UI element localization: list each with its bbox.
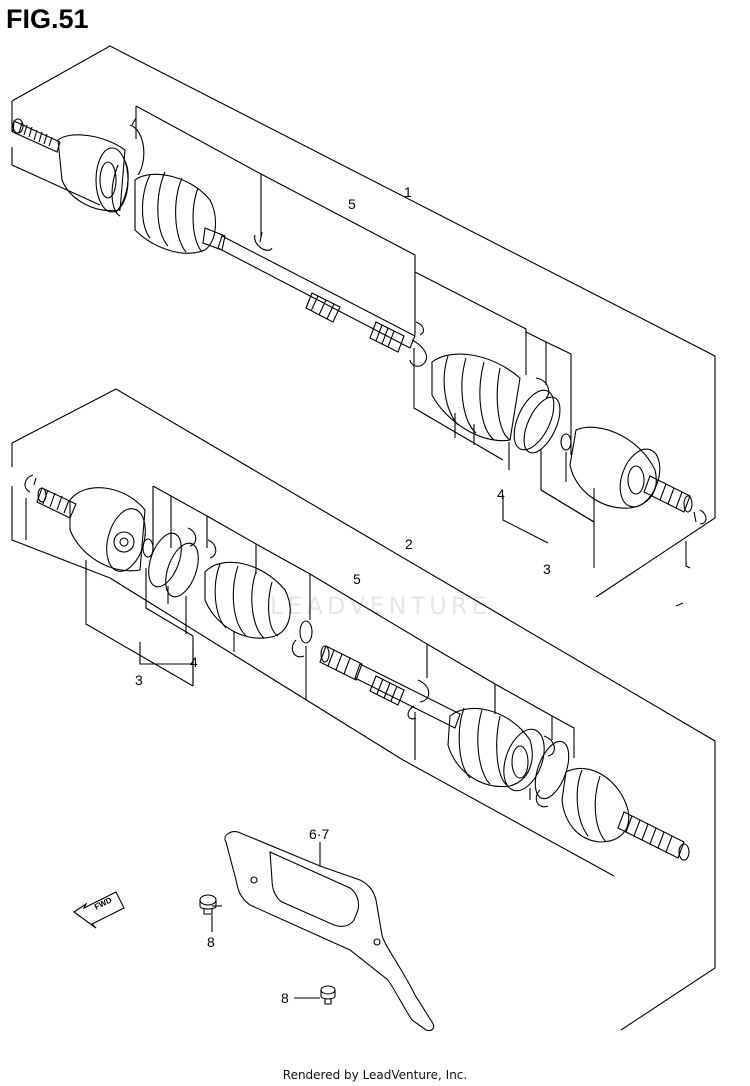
callout-5-lower: 5 — [353, 571, 361, 587]
callout-5-upper: 5 — [348, 196, 356, 212]
lower-leader-lines — [25, 485, 575, 800]
callout-4-lower: 4 — [190, 654, 198, 670]
callout-6-7: 6·7 — [309, 826, 330, 842]
heat-shield-plate — [224, 831, 435, 1032]
callout-8-lower: 8 — [281, 990, 289, 1006]
callout-3-upper: 3 — [543, 561, 551, 577]
callout-2: 2 — [405, 536, 413, 552]
lower-assembly-frame — [11, 388, 716, 1031]
callout-3-lower: 3 — [135, 672, 143, 688]
upper-drive-shaft — [12, 117, 707, 525]
upper-assembly-frame — [11, 45, 716, 607]
callout-1: 1 — [404, 184, 412, 200]
footer-credit: Rendered by LeadVenture, Inc. — [282, 1068, 468, 1082]
lower-drive-shaft — [24, 474, 690, 861]
bolt-upper — [199, 894, 222, 932]
bolt-lower — [294, 985, 336, 1005]
upper-leader-lines — [135, 105, 691, 569]
figure-title: FIG.51 — [6, 4, 89, 34]
callout-4-upper: 4 — [497, 486, 505, 502]
fwd-arrow-icon — [73, 891, 125, 929]
callout-8-upper: 8 — [207, 934, 215, 950]
